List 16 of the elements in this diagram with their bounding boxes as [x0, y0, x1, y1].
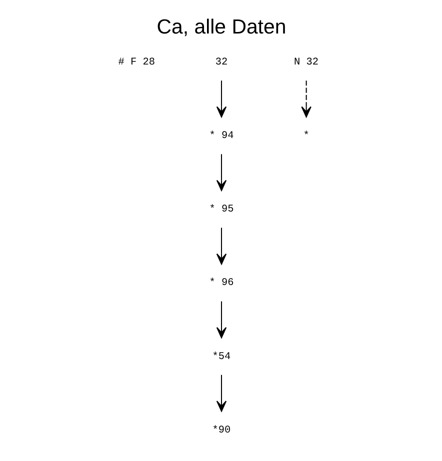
diagram-title: Ca, alle Daten — [156, 16, 286, 38]
arrow — [216, 228, 226, 265]
arrow — [216, 374, 226, 412]
node-text: * 94 — [208, 130, 234, 142]
node-text: * — [302, 130, 309, 142]
node-text: N 32 — [294, 56, 318, 68]
node-text: *90 — [212, 424, 230, 436]
label: # F 28 — [118, 56, 155, 68]
arrow — [300, 80, 311, 118]
node-text: * 96 — [208, 277, 234, 290]
node-text: * 95 — [208, 204, 234, 216]
node-text: 32 — [214, 56, 228, 68]
arrow — [216, 80, 226, 118]
arrow — [216, 301, 226, 338]
node-text: *54 — [212, 350, 230, 363]
arrow — [216, 154, 226, 192]
